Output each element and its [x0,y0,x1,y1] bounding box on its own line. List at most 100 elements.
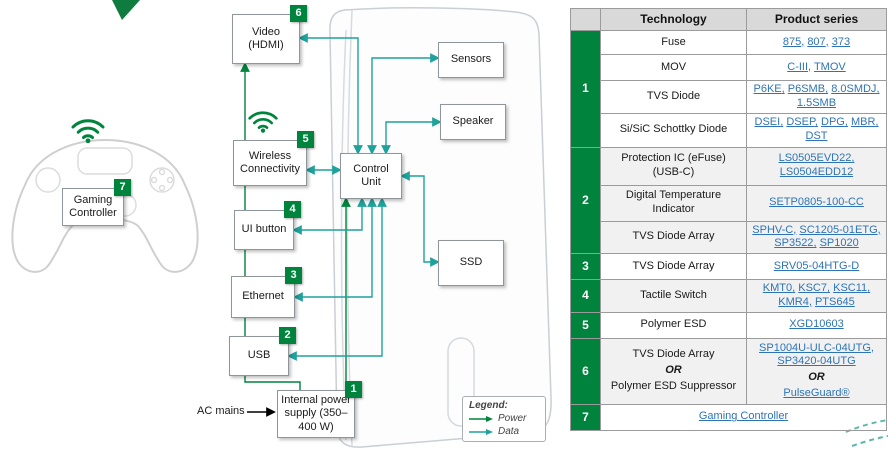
product-link[interactable]: SPHV-C [752,224,796,236]
product-link[interactable]: 807 [807,36,828,48]
badge-2: 2 [279,327,296,344]
product-link[interactable]: TMOV [813,60,846,73]
gaming-controller-link[interactable]: Gaming Controller [698,410,789,423]
product-link[interactable]: P6SMB [788,83,828,95]
product-link[interactable]: DSEP [786,116,818,128]
group-number: 6 [570,337,601,405]
technology-cell: MOV [600,54,747,81]
node-internal-power-supply: Internal power supply (350–400 W) 1 [277,381,362,438]
table-row: 1 Fuse 875 807 373 [570,30,887,148]
table-row: Si/SiC Schottky Diode DSEI DSEP DPG MBR … [571,112,887,148]
product-cell: SPHV-C SC1205-01ETG SP3522 SP1020 [746,220,887,254]
product-link[interactable]: P6KE [754,83,785,95]
table-row: 7 Gaming Controller [570,403,887,431]
node-control-unit: Control Unit [340,153,402,199]
node-label: Video (HDMI) [248,25,284,51]
group-number: 1 [570,30,601,148]
product-cell: SETP0805-100-CC [746,184,887,222]
product-link[interactable]: SC1205-01ETG [799,224,880,236]
product-link[interactable]: 8.0SMDJ [831,83,879,95]
node-label: Gaming Controller [69,193,117,219]
legend-power-label: Power [498,413,527,424]
node-label: Internal power supply (350–400 W) [281,394,351,433]
technology-header: Technology [600,8,747,31]
product-link[interactable]: 1.5SMB [796,96,837,109]
decoration-top-left [112,0,140,20]
technology-cell: Si/SiC Schottky Diode [600,112,747,148]
group-number: 2 [570,146,601,254]
or-label: OR [808,371,825,383]
product-link[interactable]: KMT0 [763,282,795,294]
product-link[interactable]: DSEI [755,116,784,128]
node-usb: USB 2 [229,327,296,376]
power-arrow-icon [469,415,493,422]
product-link[interactable]: SRV05-04HTG-D [773,259,860,272]
technology-cell: Digital Temperature Indicator [600,184,747,222]
product-link[interactable]: KMR4 [778,296,812,308]
node-label: Sensors [450,53,492,66]
group-number: 7 [570,403,601,431]
product-cell: C-III TMOV [746,54,887,81]
corner-header [570,8,601,31]
node-gaming-controller: Gaming Controller 7 [62,179,131,226]
legend: Legend: Power Data [462,396,546,442]
or-label: OR [665,364,682,377]
product-table: Technology Product series 1 Fuse 875 807… [570,8,887,431]
product-link[interactable]: 875 [783,36,804,48]
node-label: SSD [459,256,483,269]
product-cell: SRV05-04HTG-D [746,253,887,280]
technology-cell: Polymer ESD [600,311,747,339]
technology-cell: TVS Diode Array OR Polymer ESD Suppresso… [600,337,747,405]
technology-cell: TVS Diode [600,80,747,114]
product-cell: DSEI DSEP DPG MBR DST [746,112,887,148]
product-link[interactable]: KSC7 [798,282,830,294]
product-link[interactable]: LS0505EVD22 [779,152,855,164]
table-row: TVS Diode Array SPHV-C SC1205-01ETG SP35… [571,220,887,254]
technology-cell: TVS Diode Array [600,253,747,280]
node-speaker: Speaker [440,104,506,140]
table-row: 4 Tactile Switch KMT0 KSC7 KSC11 KMR4 PT… [570,279,887,313]
table-row: 2 Protection IC (eFuse) (USB-C) LS0505EV… [570,146,887,254]
product-link[interactable]: DST [805,130,828,142]
product-cell: Gaming Controller [600,403,887,431]
table-row: 3 TVS Diode Array SRV05-04HTG-D [570,253,887,280]
product-link[interactable]: PTS645 [814,295,855,308]
legend-title: Legend: [469,400,508,411]
node-ethernet: Ethernet 3 [231,267,302,318]
product-link[interactable]: SP3420-04UTG [777,355,856,368]
product-link[interactable]: PulseGuard® [783,386,850,399]
group-number: 3 [570,253,601,280]
product-link[interactable]: SETP0805-100-CC [769,196,864,209]
product-link[interactable]: 373 [831,35,851,48]
table-row: 5 Polymer ESD XGD10603 [570,311,887,339]
product-link[interactable]: MBR [851,116,879,128]
table-row: MOV C-III TMOV [571,54,887,81]
product-link[interactable]: SP3522 [774,237,816,249]
product-series-header: Product series [746,8,887,31]
table-row: Digital Temperature Indicator SETP0805-1… [571,184,887,222]
product-link[interactable]: LS0504EDD12 [779,166,854,178]
badge-1: 1 [345,381,362,398]
product-cell: P6KE P6SMB 8.0SMDJ 1.5SMB [746,80,887,114]
ac-mains-label: AC mains [197,405,245,417]
badge-6: 6 [290,5,307,22]
product-link[interactable]: KSC11 [833,282,870,294]
badge-7: 7 [114,179,131,196]
badge-5: 5 [297,131,314,148]
technology-cell: Protection IC (eFuse) (USB-C) [600,146,747,186]
group-number: 5 [570,311,601,339]
product-link[interactable]: SP1004U-ULC-04UTG [759,342,874,354]
node-label: UI button [241,223,287,236]
product-link[interactable]: C-III [787,61,811,73]
product-link[interactable]: SP1020 [819,237,859,250]
node-ssd: SSD [438,240,504,286]
product-cell: XGD10603 [746,311,887,339]
node-video: Video (HDMI) 6 [232,5,307,64]
node-wireless-connectivity: Wireless Connectivity 5 [233,131,314,186]
product-link[interactable]: DPG [821,116,848,128]
technology-cell: Tactile Switch [600,279,747,313]
product-link[interactable]: XGD10603 [789,318,844,331]
data-arrow-icon [469,428,493,435]
badge-3: 3 [285,267,302,284]
